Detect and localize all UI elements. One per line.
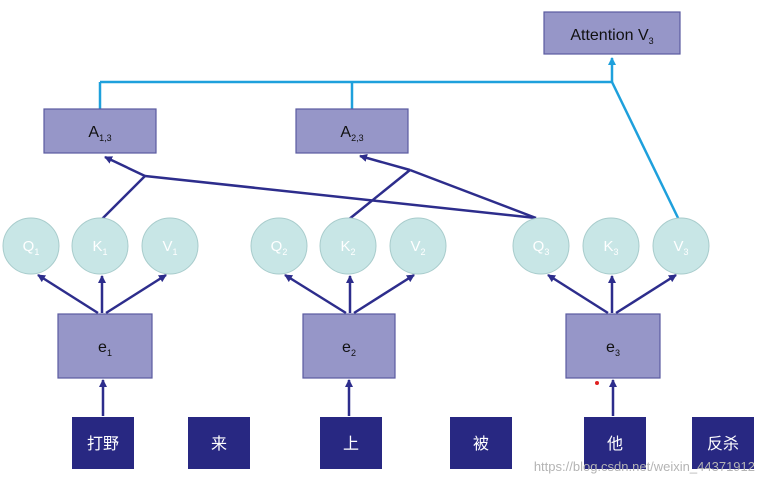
- q1-circle: Q1: [2, 217, 60, 275]
- token-box-4: 被: [450, 417, 512, 469]
- a23-box: A2,3: [295, 108, 409, 154]
- svg-text:反杀: 反杀: [707, 434, 739, 453]
- a13-box: A1,3: [43, 108, 157, 154]
- k2-circle: K2: [319, 217, 377, 275]
- svg-text:K3: K3: [603, 238, 618, 257]
- svg-text:e3: e3: [606, 339, 620, 358]
- svg-text:Q2: Q2: [271, 238, 288, 257]
- svg-text:V3: V3: [673, 238, 688, 257]
- a23-label: A: [340, 124, 351, 141]
- v1-circle: V1: [141, 217, 199, 275]
- svg-text:来: 来: [211, 434, 227, 453]
- e2-v2-arrow: [353, 273, 415, 315]
- token-box-3: 上: [320, 417, 382, 469]
- token-box-1: 打野: [72, 417, 134, 469]
- e2-q2-arrow: [284, 273, 347, 315]
- attention-output-box: Attention V3: [543, 11, 681, 55]
- token-box-6: 反杀: [692, 417, 754, 469]
- k1-circle: K1: [71, 217, 129, 275]
- svg-text:K1: K1: [92, 238, 107, 257]
- svg-text:他: 他: [607, 434, 623, 453]
- svg-text:Q3: Q3: [533, 238, 550, 257]
- svg-text:V1: V1: [162, 238, 177, 257]
- attention-label: Attention V: [570, 27, 649, 44]
- q3-circle: Q3: [512, 217, 570, 275]
- svg-text:A1,3: A1,3: [88, 124, 111, 143]
- e3-box: e3: [565, 313, 661, 379]
- score-connectors: [99, 154, 537, 222]
- svg-text:e1: e1: [98, 339, 112, 358]
- q2-circle: Q2: [250, 217, 308, 275]
- e2-box: e2: [302, 313, 396, 379]
- svg-text:K2: K2: [340, 238, 355, 257]
- to-a23-arrow: [359, 154, 411, 172]
- watermark: https://blog.csdn.net/weixin_44371912: [534, 459, 755, 474]
- svg-text:Attention V3: Attention V3: [570, 27, 653, 46]
- v2-circle: V2: [389, 217, 447, 275]
- a13-sub: 1,3: [99, 133, 112, 143]
- token-box-2: 来: [188, 417, 250, 469]
- q3-to-a13-line: [144, 174, 537, 220]
- qkv-arrows: [37, 273, 677, 315]
- token-box-5: 他: [584, 417, 646, 469]
- e3-q3-arrow: [547, 273, 609, 315]
- to-a13-arrow: [104, 155, 146, 178]
- q3-to-a23-line: [409, 168, 537, 220]
- e1-box: e1: [57, 313, 153, 379]
- e3-v3-arrow: [615, 273, 677, 315]
- token-arrows: [99, 379, 617, 416]
- red-dot: [595, 381, 599, 385]
- a13-label: A: [88, 124, 99, 141]
- a23-sub: 2,3: [351, 133, 364, 143]
- e1-v1-arrow: [105, 273, 167, 315]
- svg-text:打野: 打野: [87, 434, 119, 453]
- v3-line: [610, 81, 682, 223]
- svg-text:e2: e2: [342, 339, 356, 358]
- k1-line: [99, 175, 146, 222]
- attention-sub: 3: [649, 36, 654, 46]
- k3-circle: K3: [582, 217, 640, 275]
- k2-line: [347, 169, 411, 221]
- v3-circle: V3: [652, 217, 710, 275]
- svg-text:Q1: Q1: [23, 238, 40, 257]
- svg-text:V2: V2: [410, 238, 425, 257]
- svg-text:A2,3: A2,3: [340, 124, 363, 143]
- e1-q1-arrow: [37, 273, 99, 315]
- svg-text:被: 被: [473, 434, 489, 453]
- svg-text:上: 上: [343, 434, 359, 453]
- output-connectors: [98, 57, 682, 223]
